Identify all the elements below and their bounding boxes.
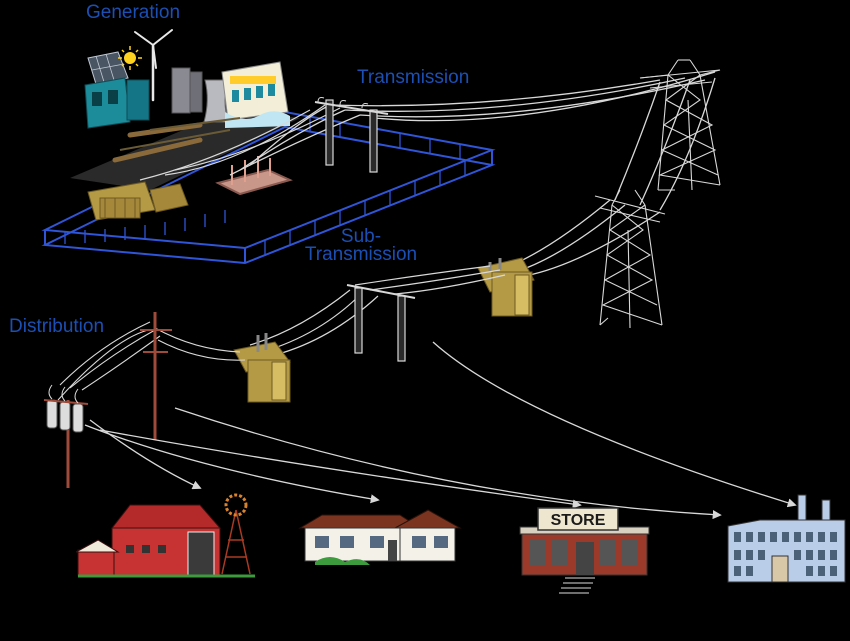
smokestacks	[171, 67, 229, 123]
switchgear	[215, 156, 293, 196]
sub-transmission-label-line2: Transmission	[304, 244, 418, 265]
distribution-pole	[140, 312, 172, 440]
distribution-transformer	[233, 333, 291, 403]
store-sign: STORE	[551, 512, 606, 529]
house-building	[298, 509, 462, 565]
generation-label: Generation	[86, 2, 181, 23]
windmill	[221, 493, 251, 575]
distribution-label: Distribution	[9, 316, 105, 337]
store-building: STORE	[519, 507, 650, 594]
distribution-wires	[57, 321, 246, 401]
plant-pipes	[112, 122, 203, 163]
transmission-tower-2	[594, 189, 666, 329]
transmission-pole	[314, 97, 389, 173]
hydro-dam	[221, 61, 290, 128]
sub-transmission-transformer	[477, 257, 535, 317]
plant-transformer-2	[149, 183, 189, 213]
solar-panel	[87, 51, 129, 85]
farm-building	[75, 493, 255, 578]
wind-turbine	[134, 29, 173, 102]
delivery-arrows	[84, 341, 797, 520]
sub-transmission-pole	[346, 284, 416, 362]
factory-building	[727, 494, 846, 583]
plant-transformer	[87, 181, 156, 221]
power-house	[84, 77, 150, 129]
sun-icon	[118, 46, 142, 70]
sub-transmission-label-line1: Sub-	[340, 226, 382, 247]
pole-transformer	[43, 384, 89, 488]
transmission-label: Transmission	[357, 67, 470, 88]
plant-ground	[70, 110, 300, 190]
generation-plant	[41, 29, 496, 265]
transmission-tower-1	[639, 59, 721, 191]
sub-transmission-wires	[249, 265, 506, 356]
